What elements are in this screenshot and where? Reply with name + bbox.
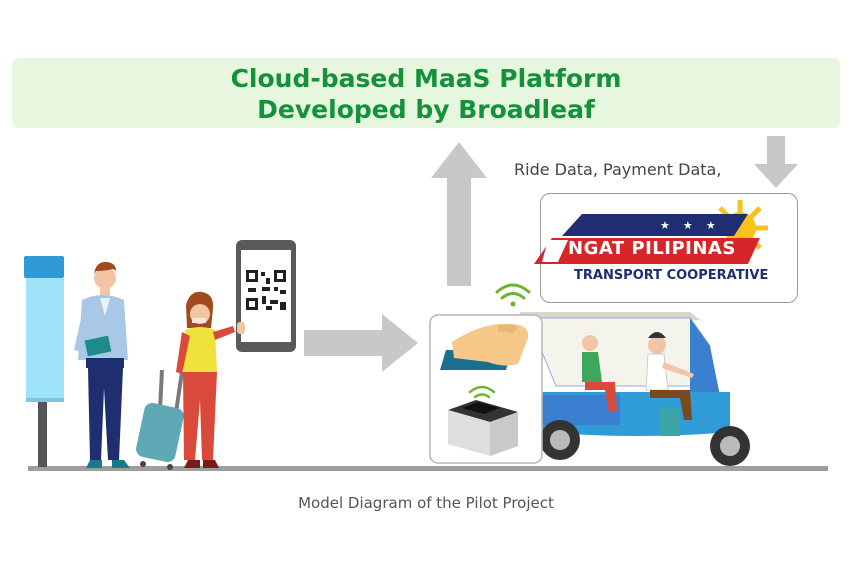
arrow-right-icon — [304, 314, 418, 372]
suitcase-icon — [136, 370, 184, 470]
data-flow-label: Ride Data, Payment Data, — [514, 160, 722, 179]
wifi-icon — [495, 283, 531, 307]
logo-navy-band — [562, 214, 748, 236]
arrow-down-icon — [754, 136, 798, 188]
logo-subtitle: TRANSPORT COOPERATIVE — [574, 268, 769, 283]
logo-name-text: NGAT PILIPINAS — [568, 238, 736, 259]
man-icon — [74, 261, 130, 468]
nfc-reader-icon — [429, 314, 543, 464]
logo-red-band — [534, 238, 760, 264]
diagram-caption: Model Diagram of the Pilot Project — [298, 494, 554, 512]
logo-stars: ★ ★ ★ — [660, 220, 721, 232]
arrow-up-icon — [431, 142, 487, 286]
bus-stop-sign-icon — [24, 256, 64, 467]
banner-title-line2: Developed by Broadleaf — [257, 95, 595, 124]
ground-line — [28, 466, 828, 471]
banner-title-line1: Cloud-based MaaS Platform — [230, 64, 622, 93]
platform-banner: Cloud-based MaaS Platform Developed by B… — [12, 58, 840, 128]
woman-icon — [176, 291, 235, 468]
logo-white-band — [552, 264, 760, 290]
smartphone-qr-icon — [236, 240, 296, 352]
tricycle-icon — [520, 312, 750, 466]
